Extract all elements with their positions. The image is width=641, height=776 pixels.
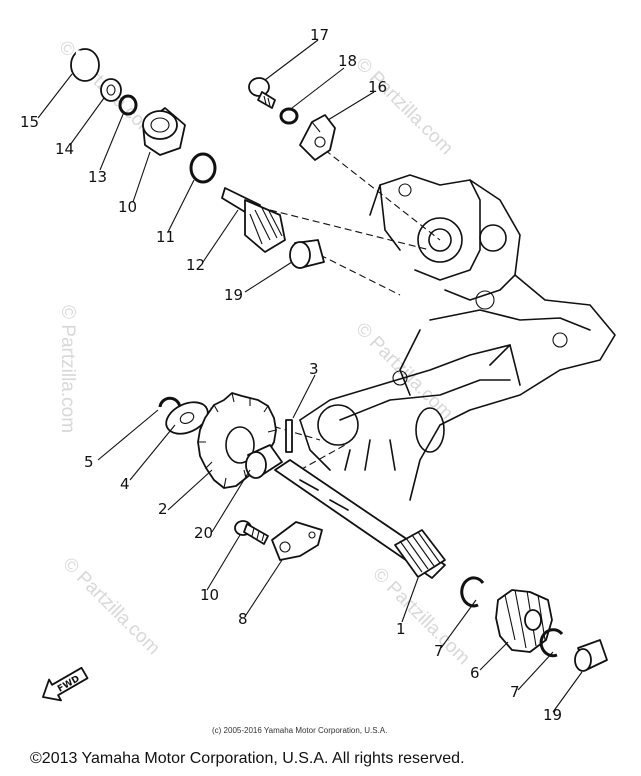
part-1-kick-shaft — [274, 459, 446, 579]
callout-1: 1 — [396, 620, 406, 638]
callout-19-bottom: 19 — [543, 706, 562, 724]
callout-numbers: 15 14 13 10 11 12 19 17 18 16 3 5 4 2 20… — [20, 26, 562, 724]
callout-14: 14 — [55, 140, 74, 158]
part-7-circlip-a — [460, 576, 485, 608]
watermark: © Partzilla.com — [58, 554, 163, 659]
part-4-washer — [165, 401, 209, 435]
callout-8: 8 — [238, 610, 248, 628]
part-13-o-ring — [118, 94, 138, 116]
part-11-o-ring — [189, 152, 217, 184]
part-10-bushing — [142, 107, 186, 156]
part-6-driven-gear — [495, 589, 553, 653]
fwd-arrow: FWD — [42, 666, 89, 702]
part-16-plate — [299, 114, 336, 161]
callout-10: 10 — [118, 198, 137, 216]
callout-13: 13 — [88, 168, 107, 186]
part-12-drive-gear — [221, 187, 286, 253]
footer-copyright: ©2013 Yamaha Motor Corporation, U.S.A. A… — [30, 750, 465, 767]
part-17-bolt — [248, 77, 276, 109]
callout-9: 10 — [200, 586, 219, 604]
callout-19-top: 19 — [224, 286, 243, 304]
callout-5: 5 — [84, 453, 94, 471]
part-20-collar — [245, 444, 283, 479]
callout-6: 6 — [470, 664, 480, 682]
callout-20: 20 — [194, 524, 213, 542]
part-3-pin — [285, 419, 293, 453]
callout-16: 16 — [368, 78, 387, 96]
callout-2: 2 — [158, 500, 168, 518]
part-15-circlip — [70, 48, 100, 82]
watermark: © Partzilla.com — [351, 54, 456, 159]
part-18-washer — [279, 107, 299, 125]
callout-11: 11 — [156, 228, 175, 246]
watermark: © Partzilla.com — [368, 564, 473, 669]
part-8-stopper-plate — [271, 521, 323, 561]
part-14-washer — [100, 78, 122, 102]
callout-7-b: 7 — [510, 683, 520, 701]
callout-12: 12 — [186, 256, 205, 274]
callout-4: 4 — [120, 475, 130, 493]
part-9-bolt — [234, 520, 269, 545]
leader-lines — [37, 39, 583, 713]
callout-7-a: 7 — [434, 642, 444, 660]
part-19-bushing-top — [289, 239, 325, 269]
callout-18: 18 — [338, 52, 357, 70]
part-7-circlip-b — [539, 628, 564, 658]
watermarks: © Partzilla.com © Partzilla.com © Partzi… — [54, 37, 473, 669]
callout-17: 17 — [310, 26, 329, 44]
callout-3: 3 — [309, 360, 319, 378]
watermark: © Partzilla.com — [57, 305, 78, 433]
small-copyright: (c) 2005-2016 Yamaha Motor Corporation, … — [212, 726, 387, 735]
part-19-bushing-bottom — [574, 639, 608, 672]
crankcase-housing — [299, 174, 616, 501]
callout-15: 15 — [20, 113, 39, 131]
assembly-guides — [199, 149, 441, 471]
